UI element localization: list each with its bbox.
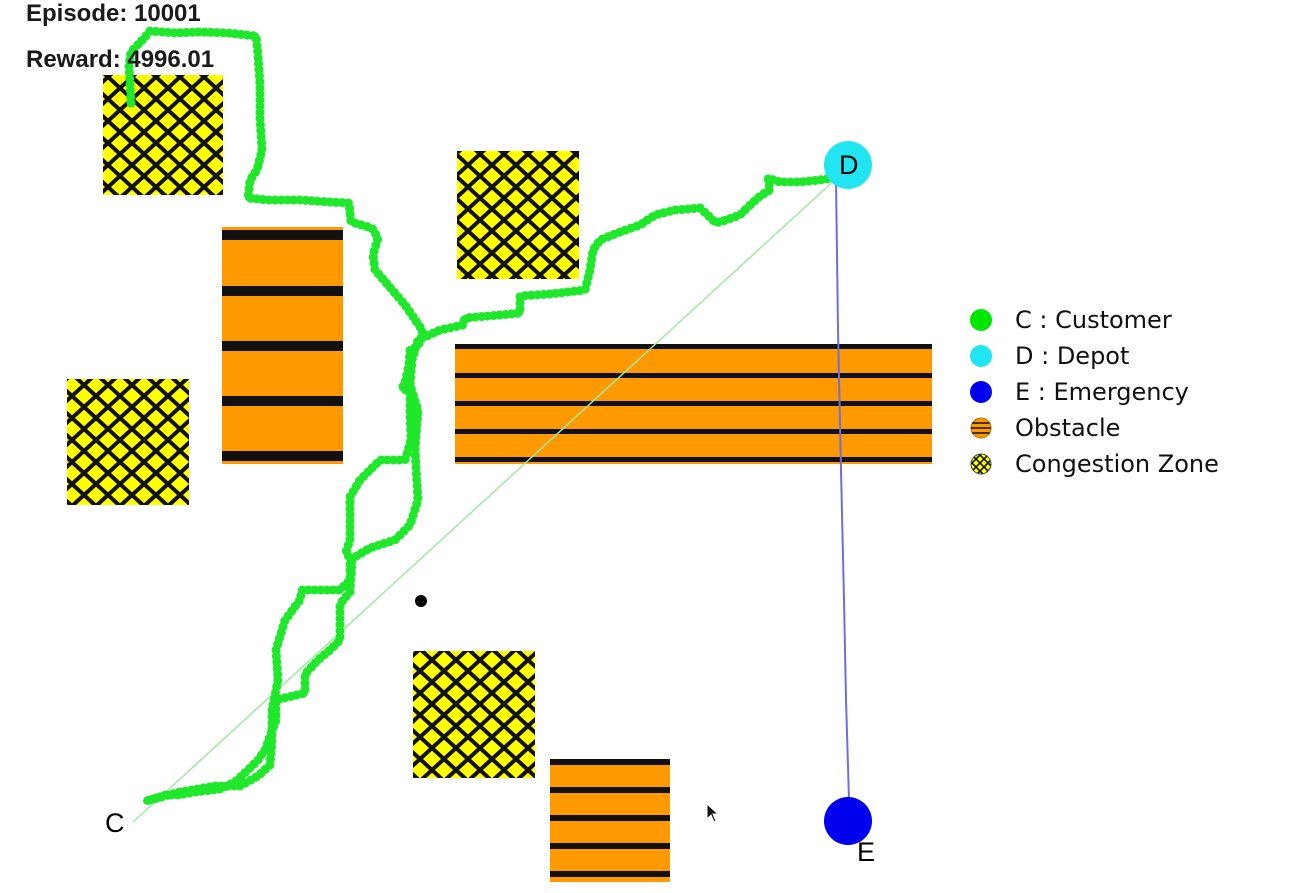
- legend-label: E : Emergency: [1015, 378, 1189, 406]
- agent-marker: [415, 595, 427, 607]
- mouse-pointer-icon: [706, 803, 720, 823]
- legend-label: Obstacle: [1015, 414, 1121, 442]
- emergency-label: E: [857, 837, 876, 867]
- legend-label: D : Depot: [1015, 342, 1130, 370]
- customer-label: C: [105, 808, 125, 838]
- emergency-node: [824, 797, 872, 845]
- legend-label: Congestion Zone: [1015, 450, 1219, 478]
- congestion-zone-left: [67, 379, 189, 505]
- legend: C : Customer D : Depot E : Emergency Obs…: [968, 302, 1219, 482]
- obstacle-bottom: [550, 759, 670, 882]
- emergency-dot-icon: [970, 381, 992, 403]
- congestion-zone-bottom: [413, 651, 535, 778]
- obstacle-horizontal: [455, 344, 932, 464]
- customer-dot-icon: [970, 309, 992, 331]
- episode-counter: Episode: 10001: [26, 0, 201, 27]
- congestion-zone-top-left: [103, 75, 223, 195]
- depot-node: [824, 141, 872, 189]
- legend-item-congestion: Congestion Zone: [968, 446, 1219, 482]
- agent-trajectory-core: [126, 28, 841, 804]
- legend-item-emergency: E : Emergency: [968, 374, 1219, 410]
- depot-dot-icon: [970, 345, 992, 367]
- direct-route-line: [132, 176, 839, 823]
- emergency-route-line: [835, 179, 850, 801]
- legend-item-customer: C : Customer: [968, 302, 1219, 338]
- legend-item-obstacle: Obstacle: [968, 410, 1219, 446]
- congestion-swatch-icon: [970, 453, 992, 475]
- depot-label: D: [839, 150, 859, 180]
- congestion-zone-top-center: [457, 151, 579, 279]
- obstacle-swatch-icon: [970, 417, 992, 439]
- reward-counter: Reward: 4996.01: [26, 46, 215, 73]
- legend-item-depot: D : Depot: [968, 338, 1219, 374]
- obstacle-vertical: [222, 227, 343, 464]
- legend-label: C : Customer: [1015, 306, 1172, 334]
